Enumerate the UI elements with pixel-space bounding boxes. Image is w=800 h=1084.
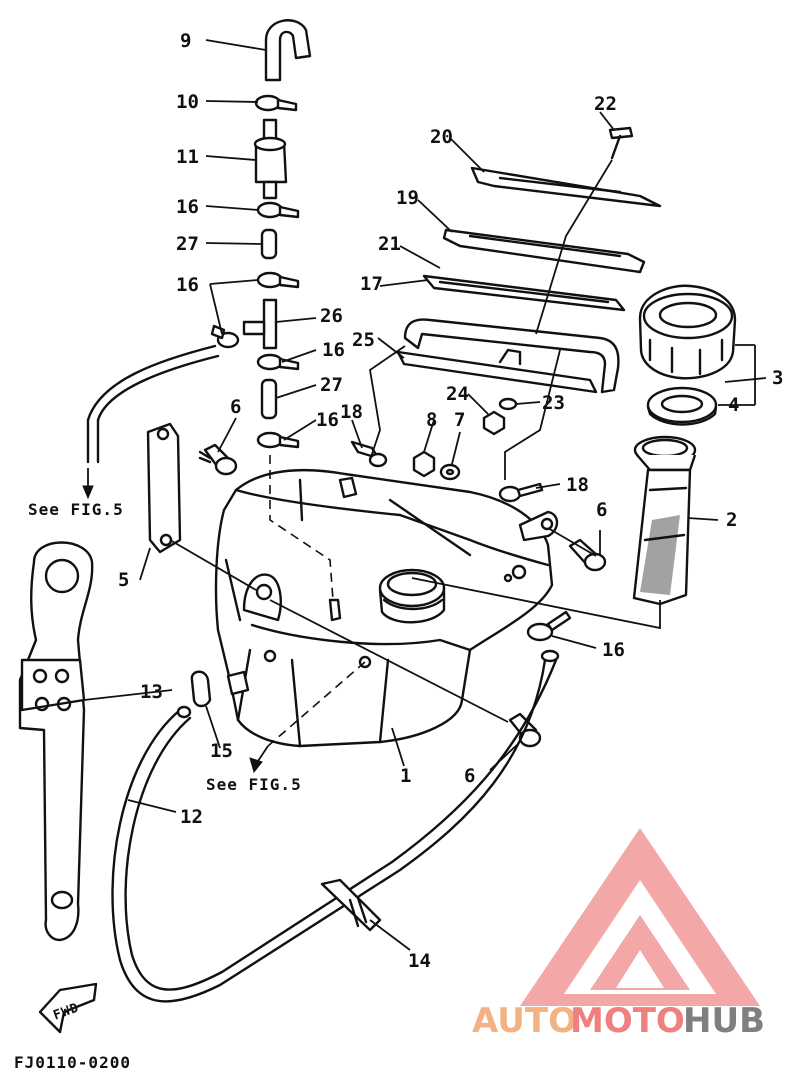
- callout-2: 2: [726, 509, 737, 531]
- nut-24: [482, 410, 506, 436]
- callout-12: 12: [180, 806, 203, 828]
- t-joint-26: [242, 298, 278, 350]
- callout-16-d: 16: [316, 409, 339, 431]
- callout-13: 13: [140, 681, 163, 703]
- hose-12: [111, 649, 560, 1003]
- callout-27-top: 27: [176, 233, 199, 255]
- clip-16-upper-mid: [256, 271, 300, 289]
- clamp-15: [190, 670, 212, 708]
- see-fig5-left: See FIG.5: [28, 500, 124, 519]
- callout-3: 3: [772, 367, 783, 389]
- stay-25: [396, 348, 598, 394]
- tank-band-13: [18, 541, 94, 942]
- watermark-text-auto: AUTO: [472, 1001, 577, 1041]
- callout-16-c: 16: [322, 339, 345, 361]
- clip-16-mid: [256, 353, 300, 371]
- clip-16-left: [210, 324, 240, 349]
- callout-8: 8: [426, 409, 437, 431]
- watermark-logo: [520, 828, 760, 1006]
- hose-to-fig5: [86, 344, 217, 464]
- callout-16-b: 16: [176, 274, 199, 296]
- pipe-27-lower: [260, 378, 278, 420]
- gasket-21: [422, 274, 626, 312]
- callout-17: 17: [360, 273, 383, 295]
- callout-14: 14: [408, 950, 431, 972]
- callout-9: 9: [180, 30, 191, 52]
- callout-11: 11: [176, 146, 199, 168]
- clip-10: [254, 94, 298, 112]
- callout-23: 23: [542, 392, 565, 414]
- clip-16-right: [526, 610, 572, 642]
- callout-26: 26: [320, 305, 343, 327]
- plate-20: [470, 166, 662, 208]
- washer-23: [498, 397, 518, 411]
- clip-16-top: [256, 201, 300, 219]
- callout-6-left: 6: [230, 396, 241, 418]
- see-fig5-bottom: See FIG.5: [206, 775, 302, 794]
- fwd-arrow: [38, 982, 98, 1034]
- tank-bracket: [146, 422, 182, 554]
- clip-18-right: [498, 482, 544, 503]
- leader-lines: [83, 39, 767, 951]
- seal-17: [403, 318, 620, 394]
- oil-tank-cap: [638, 284, 737, 380]
- drawing-code: FJ0110-0200: [14, 1053, 131, 1072]
- callout-18-right: 18: [566, 474, 589, 496]
- breather-hose-9: [264, 19, 312, 82]
- callout-15: 15: [210, 740, 233, 762]
- assembly-line-1: [269, 455, 334, 601]
- callout-6-right: 6: [596, 499, 607, 521]
- nut-8: [412, 450, 436, 478]
- clip-18-left: [350, 440, 388, 468]
- callout-27-lower: 27: [320, 374, 343, 396]
- callout-25: 25: [352, 329, 375, 351]
- assembly-line-3: [169, 539, 509, 723]
- callout-24: 24: [446, 383, 469, 405]
- pipe-27-top: [260, 228, 278, 260]
- cable-tie-14: [320, 878, 382, 932]
- callout-6-bottom: 6: [464, 765, 475, 787]
- callout-1: 1: [400, 765, 411, 787]
- oil-filter-11: [253, 118, 288, 200]
- callout-16-a: 16: [176, 196, 199, 218]
- plate-19: [442, 228, 646, 274]
- callout-4: 4: [728, 394, 739, 416]
- watermark-text-hub: HUB: [683, 1001, 765, 1041]
- cap-gasket: [646, 386, 718, 426]
- screw-22: [608, 126, 634, 160]
- callout-19: 19: [396, 187, 419, 209]
- callout-7: 7: [454, 409, 465, 431]
- assembly-line-2: [267, 661, 366, 747]
- callout-5: 5: [118, 569, 129, 591]
- bolt-6-right: [568, 538, 607, 572]
- callout-20: 20: [430, 126, 453, 148]
- callout-16-e: 16: [602, 639, 625, 661]
- callout-18-left: 18: [340, 401, 363, 423]
- callout-21: 21: [378, 233, 401, 255]
- callout-10: 10: [176, 91, 199, 113]
- callout-22: 22: [594, 93, 617, 115]
- washer-7: [439, 463, 461, 481]
- bolt-6-left: [198, 443, 238, 476]
- watermark-text-moto: MOTO: [570, 1001, 685, 1041]
- oil-strainer: [632, 435, 697, 606]
- oil-tank: [214, 469, 559, 748]
